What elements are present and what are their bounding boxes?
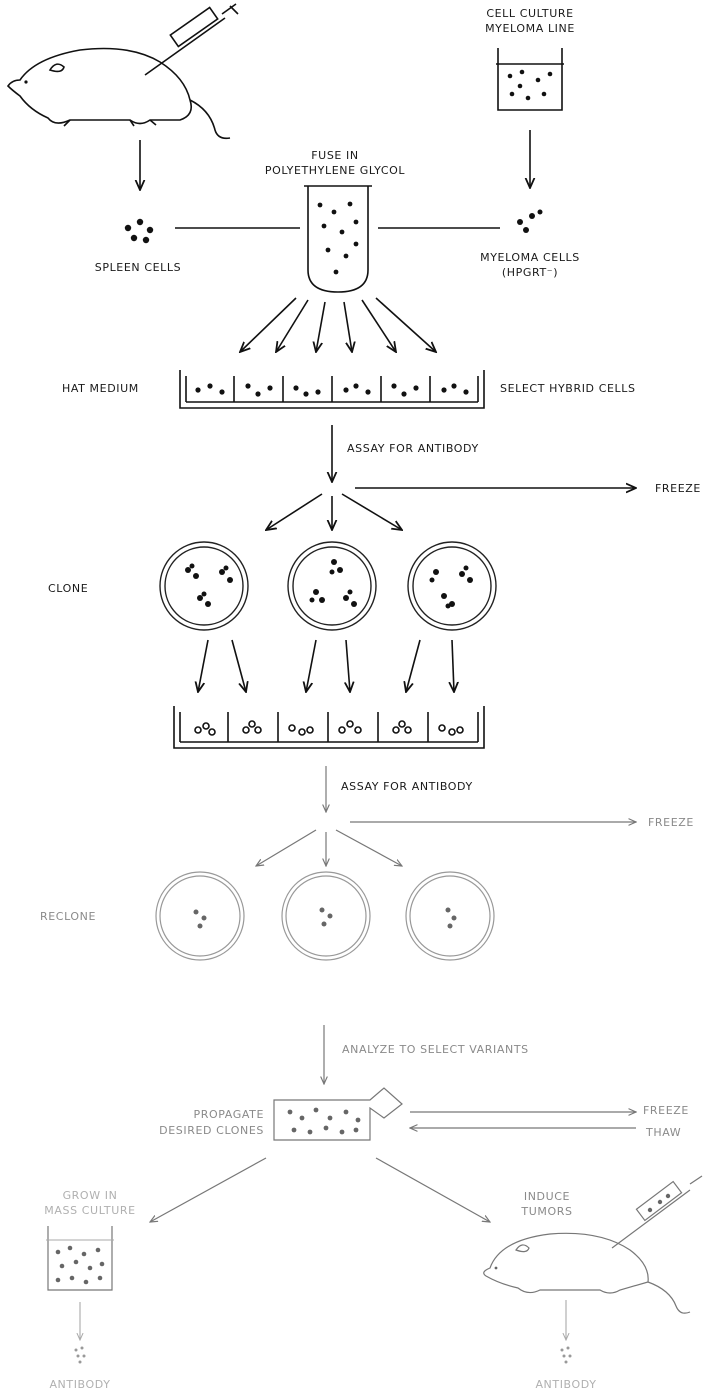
assay-for-antibody-2-label: ASSAY FOR ANTIBODY (341, 780, 473, 793)
freeze-2-label: FREEZE (648, 816, 694, 829)
polyethylene-glycol-label: POLYETHYLENE GLYCOL (265, 164, 406, 177)
clone-dish-3 (408, 542, 496, 630)
second-well-plate-icon (174, 706, 484, 748)
myeloma-cells-icon (517, 210, 543, 234)
reclone-dish-3 (406, 872, 494, 960)
thaw-label: THAW (645, 1126, 681, 1139)
antibody-right-label: ANTIBODY (535, 1378, 596, 1391)
arrow-to-mass-culture (150, 1158, 266, 1222)
assay-for-antibody-1-label: ASSAY FOR ANTIBODY (347, 442, 479, 455)
desired-clones-label: DESIRED CLONES (159, 1124, 264, 1137)
fan-arrows-to-hat (240, 298, 436, 352)
hat-medium-label: HAT MEDIUM (62, 382, 139, 395)
propagate-label: PROPAGATE (194, 1108, 264, 1121)
antibody-droplets-right-icon (561, 1347, 572, 1364)
analyze-to-select-variants-label: ANALYZE TO SELECT VARIANTS (342, 1043, 529, 1056)
freeze-3-label: FREEZE (643, 1104, 689, 1117)
mouse-tumor-syringe-icon (484, 1176, 702, 1313)
select-hybrid-cells-label: SELECT HYBRID CELLS (500, 382, 636, 395)
hat-well-plate-icon (180, 370, 484, 408)
induce-label: INDUCE (524, 1190, 570, 1203)
spleen-cells-label: SPLEEN CELLS (95, 261, 181, 274)
arrows-to-second-plate (198, 640, 454, 692)
fan-arrows-to-clone (266, 494, 402, 530)
cell-culture-label: CELL CULTURE (486, 7, 573, 20)
myeloma-cells-label: MYELOMA CELLS (480, 251, 580, 264)
clone-label: CLONE (48, 582, 88, 595)
clone-dish-2 (288, 542, 376, 630)
arrow-to-induce-tumors (376, 1158, 490, 1222)
fusion-test-tube-icon (304, 186, 372, 292)
reclone-dish-2 (282, 872, 370, 960)
cell-culture-beaker-icon (496, 48, 564, 110)
spleen-cells-icon (125, 219, 153, 243)
tumors-label: TUMORS (520, 1205, 572, 1218)
hgprt-label: (HPGRT⁻) (502, 266, 558, 279)
mass-culture-beaker-icon (46, 1226, 114, 1290)
fuse-in-label: FUSE IN (311, 149, 358, 162)
fan-arrows-to-reclone (256, 830, 402, 866)
reclone-label: RECLONE (40, 910, 96, 923)
myeloma-line-label: MYELOMA LINE (485, 22, 575, 35)
antibody-droplets-left-icon (75, 1347, 86, 1364)
mouse-injection-icon (8, 4, 238, 138)
propagation-flask-icon (274, 1088, 402, 1140)
reclone-dish-1 (156, 872, 244, 960)
grow-in-label: GROW IN (63, 1189, 118, 1202)
clone-dish-1 (160, 542, 248, 630)
mass-culture-label: MASS CULTURE (44, 1204, 135, 1217)
freeze-1-label: FREEZE (655, 482, 701, 495)
antibody-left-label: ANTIBODY (49, 1378, 110, 1391)
